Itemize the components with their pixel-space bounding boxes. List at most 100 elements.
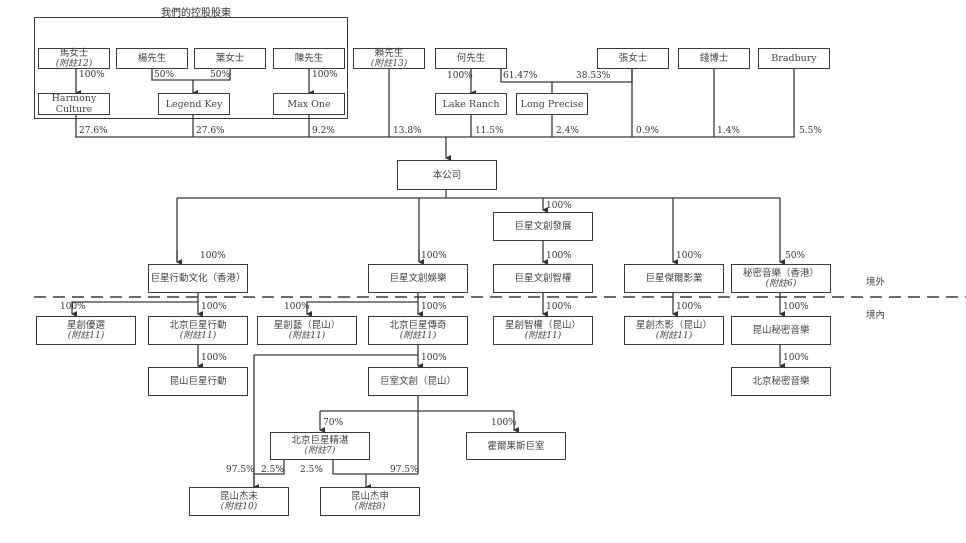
node-note: (附註11)	[179, 330, 217, 341]
node-name: 巨星文創發展	[514, 221, 572, 232]
node-name: Lake Ranch	[442, 98, 500, 110]
pct-label: 100%	[447, 71, 473, 81]
node-jiewei: 昆山杰未 (附註10)	[189, 487, 289, 516]
node-name: 北京巨星精湛	[291, 435, 349, 446]
node-name: Max One	[287, 98, 331, 110]
pct-label: 27.6%	[79, 126, 108, 136]
node-name: 葉女士	[215, 53, 245, 64]
node-name: Harmony Culture	[51, 93, 97, 115]
holdco-legend-key: Legend Key	[158, 93, 230, 115]
shareholder-he: 何先生	[435, 48, 507, 69]
pct-label: 100%	[201, 353, 227, 363]
pct-label: 100%	[783, 302, 809, 312]
pct-label: 100%	[676, 302, 702, 312]
holdco-lake-ranch: Lake Ranch	[435, 93, 507, 115]
node-note: (附註11)	[67, 330, 105, 341]
node-zhiquan: 巨星文創智權	[493, 264, 593, 293]
node-name: Legend Key	[165, 98, 223, 110]
node-name: 星創藝（昆山）	[273, 319, 341, 331]
node-name: 陳先生	[294, 53, 324, 64]
pct-label: 100%	[284, 302, 310, 312]
node-note: (附註12)	[55, 58, 93, 69]
node-name: 巨星文創智權	[514, 273, 572, 284]
pct-label: 5.5%	[799, 126, 822, 136]
region-offshore-label: 境外	[866, 277, 886, 288]
node-name: 昆山秘密音樂	[752, 325, 810, 336]
node-fazhan: 巨星文創發展	[493, 212, 593, 241]
node-name: 北京秘密音樂	[752, 376, 810, 387]
node-name: 本公司	[432, 169, 462, 181]
node-name: 巨星傑爾影業	[645, 273, 703, 284]
pct-label: 2.5%	[300, 465, 323, 475]
node-name: 張女士	[618, 53, 648, 64]
pct-label: 0.9%	[636, 126, 659, 136]
shareholder-yang: 楊先生	[116, 48, 188, 69]
node-jieshen: 昆山杰申 (附註8)	[320, 487, 420, 516]
node-name: 巨室文創（昆山）	[379, 376, 456, 387]
pct-label: 100%	[491, 418, 517, 428]
node-bj-mimi: 北京秘密音樂	[731, 367, 831, 396]
node-name: 何先生	[456, 53, 486, 64]
pct-label: 38.53%	[576, 71, 611, 81]
pct-label: 1.4%	[717, 126, 740, 136]
node-note: (附註11)	[288, 330, 326, 341]
node-note: (附註11)	[524, 330, 562, 341]
node-ks-mimi: 昆山秘密音樂	[731, 316, 831, 345]
node-ks-xingdong: 昆山巨星行動	[148, 367, 248, 396]
node-note: (附註10)	[220, 501, 258, 512]
node-zhiquan-ks: 星創智權（昆山） (附註11)	[493, 316, 593, 345]
node-huoer: 霍爾果斯巨室	[466, 432, 566, 460]
company-node: 本公司	[397, 160, 497, 190]
node-mimi-hk: 秘密音樂（香港） (附註6)	[731, 264, 831, 293]
node-note: (附註11)	[655, 330, 693, 341]
node-name: 昆山杰未	[219, 490, 258, 502]
node-xingyi: 星創藝（昆山） (附註11)	[257, 316, 357, 345]
shareholder-ma: 馬女士 (附註12)	[38, 48, 110, 69]
node-name: 賴先生	[374, 47, 404, 59]
shareholder-chen: 陳先生	[273, 48, 345, 69]
node-name: 巨星文創娛樂	[389, 273, 447, 284]
node-yule: 巨星文創娛樂	[368, 264, 468, 293]
node-note: (附註13)	[370, 58, 408, 69]
pct-label: 97.5%	[390, 465, 419, 475]
pct-label: 100%	[201, 302, 227, 312]
pct-label: 100%	[421, 302, 447, 312]
node-note: (附註8)	[354, 501, 386, 512]
holdco-max-one: Max One	[273, 93, 345, 115]
node-name: 北京巨星行動	[169, 319, 227, 331]
node-name: Long Precise	[520, 98, 584, 110]
node-name: 錢博士	[699, 53, 729, 64]
node-name: 巨星行動文化（香港）	[150, 273, 246, 284]
pct-label: 13.8%	[393, 126, 422, 136]
node-jieying: 星創杰影（昆山） (附註11)	[624, 316, 724, 345]
node-youxuan: 星創優選 (附註11)	[36, 316, 136, 345]
pct-label: 100%	[421, 251, 447, 261]
pct-label: 100%	[312, 70, 338, 80]
pct-label: 100%	[546, 302, 572, 312]
node-jingzhan: 北京巨星精湛 (附註7)	[270, 432, 370, 460]
node-name: 霍爾果斯巨室	[487, 440, 545, 452]
pct-label: 11.5%	[475, 126, 504, 136]
pct-label: 100%	[200, 251, 226, 261]
node-name: 北京巨星傳奇	[389, 319, 447, 331]
pct-label: 100%	[676, 251, 702, 261]
node-note: (附註7)	[304, 446, 336, 456]
controlling-shareholders-title: 我們的控股股東	[161, 8, 231, 19]
pct-label: 100%	[783, 353, 809, 363]
node-name: 昆山杰申	[350, 490, 389, 502]
pct-label: 100%	[79, 70, 105, 80]
node-xingdong-hk: 巨星行動文化（香港）	[148, 264, 248, 293]
node-name: 星創杰影（昆山）	[635, 319, 712, 331]
pct-label: 100%	[421, 353, 447, 363]
pct-label: 2.4%	[556, 126, 579, 136]
shareholder-ye: 葉女士	[194, 48, 266, 69]
pct-label: 100%	[546, 251, 572, 261]
node-bj-chuanqi: 北京巨星傳奇 (附註11)	[368, 316, 468, 345]
node-note: (附註6)	[765, 278, 797, 289]
pct-label: 50%	[785, 251, 806, 261]
shareholder-bradbury: Bradbury	[758, 48, 830, 69]
node-name: 星創智權（昆山）	[504, 319, 581, 331]
node-jushi: 巨室文創（昆山）	[368, 367, 468, 396]
node-jieer: 巨星傑爾影業	[624, 264, 724, 293]
